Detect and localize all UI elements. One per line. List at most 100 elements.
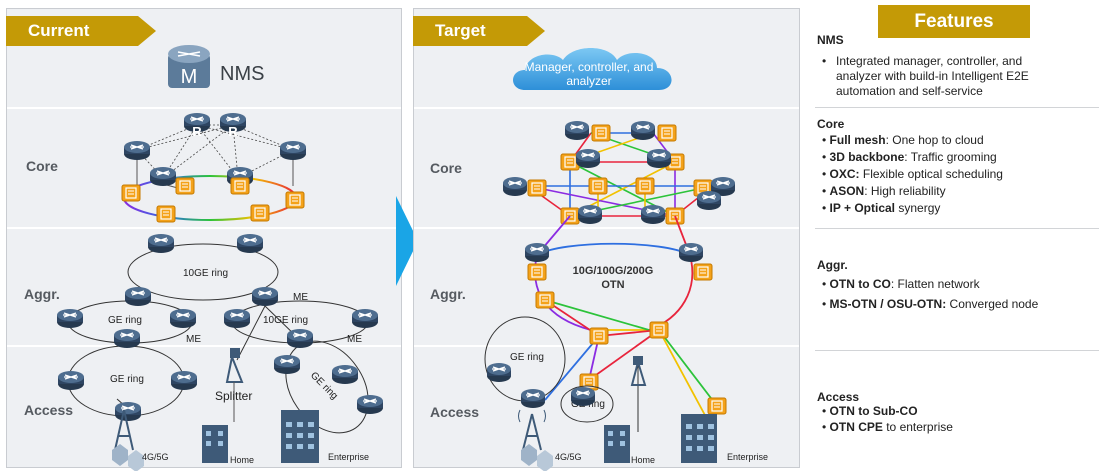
feature-separator: [815, 228, 1099, 229]
otn-ring-label-line1: 10G/100G/200G: [573, 265, 654, 277]
feature-section-title-core: Core: [817, 117, 845, 131]
router-icon: [630, 120, 656, 141]
home-building-icon: [604, 425, 630, 463]
transition-arrow-icon: [396, 196, 418, 286]
router-icon: [486, 362, 512, 383]
current-tag: Current: [6, 16, 156, 46]
core-full-mesh: [527, 132, 714, 217]
current-layer-aggr: Aggr.: [24, 286, 60, 302]
enterprise-building-icon: [681, 414, 717, 463]
otn-node-icon: [591, 124, 611, 142]
otn-node-icon: [657, 124, 677, 142]
router-icon: [570, 386, 596, 407]
feature-item-core-ip-optical: • IP + Optical synergy: [822, 201, 941, 215]
router-icon: [251, 286, 279, 307]
enterprise-building-icon: [281, 410, 319, 463]
otn-node-icon: [707, 397, 727, 415]
router-icon: [564, 120, 590, 141]
router-icon: [57, 370, 85, 391]
ge-ring-left-label: GE ring: [108, 315, 142, 326]
router-icon: [279, 140, 307, 161]
core-links: [136, 156, 294, 191]
feature-item-aggr-ms-otn: • MS-OTN / OSU-OTN: Converged node: [822, 297, 1039, 311]
otn-node-icon: [156, 205, 176, 223]
base-station-icon: [518, 409, 553, 471]
otn-node-icon: [285, 191, 305, 209]
current-layer-core: Core: [26, 158, 58, 174]
me-label: ME: [293, 292, 308, 303]
otn-node-icon: [121, 184, 141, 202]
target-tag: Target: [413, 16, 545, 46]
feature-separator: [815, 350, 1099, 351]
router-icon: [577, 204, 603, 225]
feature-item-access-sub-co: • OTN to Sub-CO: [822, 404, 918, 418]
router-icon: [646, 148, 672, 169]
home-building-icon: [202, 425, 228, 463]
otn-node-icon: [230, 177, 250, 195]
feature-item-aggr-otn-co: • OTN to CO: Flatten network: [822, 277, 980, 291]
ring-10ge-right-label: 10GE ring: [263, 315, 308, 326]
feature-item-access-cpe: • OTN CPE to enterprise: [822, 420, 953, 434]
site-label-home: Home: [230, 455, 254, 465]
otn-node-icon: [589, 327, 609, 345]
router-icon: [147, 233, 175, 254]
feature-item-core-full-mesh: • Full mesh: One hop to cloud: [822, 133, 984, 147]
otn-node-icon: [527, 263, 547, 281]
router-icon: [169, 308, 197, 329]
otn-ring-label-line2: OTN: [601, 279, 624, 291]
cloud-text-line2: analyzer: [566, 74, 611, 88]
site-label-4g5g: 4G/5G: [555, 452, 582, 462]
router-icon: [113, 328, 141, 349]
otn-node-icon: [649, 321, 669, 339]
router-icon: [502, 176, 528, 197]
features-tag: Features: [878, 5, 1030, 38]
site-label-enterprise: Enterprise: [328, 452, 369, 462]
site-label-enterprise: Enterprise: [727, 452, 768, 462]
otn-node-icon: [535, 291, 555, 309]
target-separator-aggr: [414, 227, 799, 229]
otn-node-icon: [527, 179, 547, 197]
nms-badge: M: [181, 66, 198, 88]
otn-node-icon: [693, 263, 713, 281]
nms-server-icon: [168, 45, 210, 88]
otn-node-icon: [635, 177, 655, 195]
cloud-text-line1: Manager, controller, and: [525, 60, 654, 74]
otn-node-icon: [588, 177, 608, 195]
cloud-icon: [513, 48, 672, 90]
router-icon: [520, 388, 546, 409]
router-icon: [56, 308, 84, 329]
target-separator-access: [414, 345, 799, 347]
current-separator-core: [7, 107, 401, 109]
me-label: ME: [347, 334, 362, 345]
target-layer-access: Access: [430, 404, 480, 420]
target-layer-core: Core: [430, 160, 462, 176]
router-icon: [678, 242, 704, 263]
otn-node-icon: [175, 177, 195, 195]
target-layer-aggr: Aggr.: [430, 286, 466, 302]
current-separator-access: [7, 345, 401, 347]
target-separator-core: [414, 107, 799, 109]
splitter-label: Splitter: [215, 389, 252, 403]
ge-ring-label: GE ring: [510, 352, 544, 363]
router-icon: [356, 394, 384, 415]
current-layer-access: Access: [24, 402, 74, 418]
core-router-label: R: [192, 124, 202, 139]
feature-item-core-ason: • ASON: High reliability: [822, 184, 946, 198]
router-icon: [524, 242, 550, 263]
router-icon: [123, 140, 151, 161]
splitter-icon: [630, 356, 647, 386]
router-icon: [236, 233, 264, 254]
feature-section-title-aggr: Aggr.: [817, 258, 848, 272]
ge-ring-access-label: GE ring: [110, 374, 144, 385]
feature-item-core-oxc: • OXC: Flexible optical scheduling: [822, 167, 1003, 181]
target-diagram: Manager, controller, and analyzer: [484, 48, 768, 471]
router-icon: [170, 370, 198, 391]
site-label-home: Home: [631, 455, 655, 465]
feature-item-core-3d-backbone: • 3D backbone: Traffic grooming: [822, 150, 997, 164]
current-separator-aggr: [7, 227, 401, 229]
feature-item-nms: • Integrated manager, controller, and an…: [822, 54, 1029, 98]
router-icon: [273, 354, 301, 375]
ring-10ge-label: 10GE ring: [183, 268, 228, 279]
router-icon: [124, 286, 152, 307]
router-icon: [640, 204, 666, 225]
